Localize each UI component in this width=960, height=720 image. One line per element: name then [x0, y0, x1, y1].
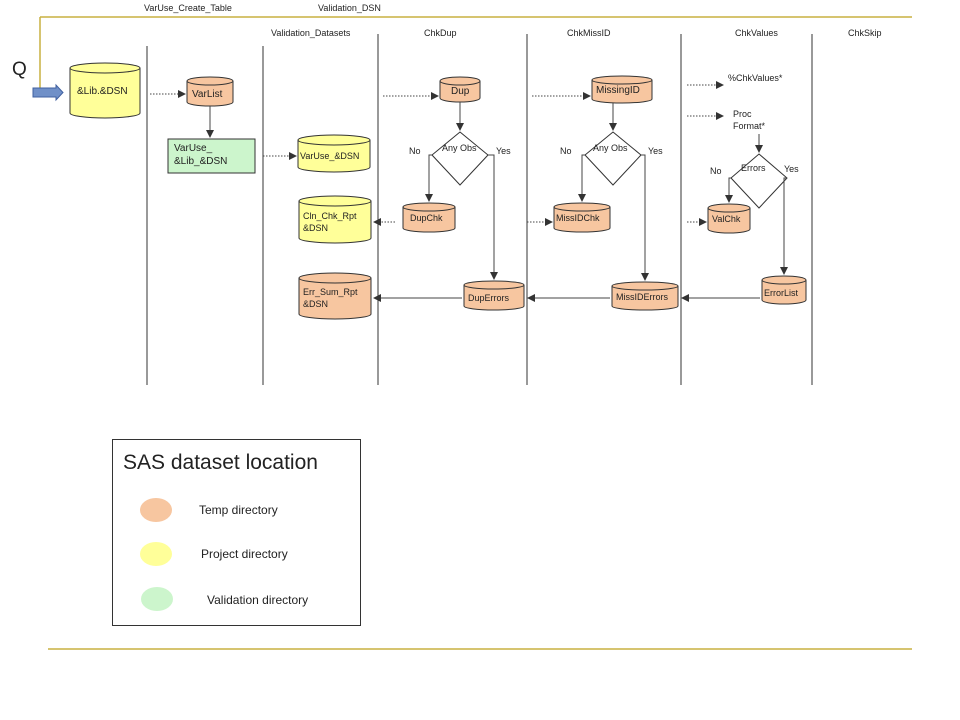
errorlist-label: ErrorList — [764, 288, 799, 298]
header-chkvalues: ChkValues — [735, 28, 778, 38]
varlist-cylinder — [186, 76, 234, 107]
top-bracket-line — [39, 16, 912, 93]
legend-title: SAS dataset location — [123, 451, 318, 474]
varuse-lib-dsn-box — [167, 138, 256, 174]
arrow-decision1-yes — [488, 154, 498, 280]
arrow-decision3-no — [725, 177, 733, 203]
legend-box: SAS dataset location Temp directory Proj… — [112, 439, 361, 626]
decision3-yes: Yes — [784, 164, 799, 174]
legend-label-project: Project directory — [201, 547, 288, 561]
dupchk-cylinder — [402, 202, 456, 233]
legend-swatch-project — [140, 542, 172, 566]
valchk-cylinder — [707, 203, 751, 234]
decision-errors — [730, 153, 788, 209]
lib-dsn-label: &Lib.&DSN — [77, 86, 128, 97]
missidchk-cylinder — [553, 202, 611, 233]
proc-format-label-2: Format* — [733, 121, 766, 131]
varuse-lib-label-1: VarUse_ — [174, 143, 213, 154]
decision1-no: No — [409, 146, 421, 156]
varuse-dsn-cylinder — [297, 134, 371, 173]
varlist-label: VarList — [192, 89, 223, 100]
duperrors-label: DupErrors — [468, 293, 510, 303]
decision3-label: Errors — [741, 163, 766, 173]
legend-label-validation: Validation directory — [207, 593, 309, 607]
errorlist-cylinder — [761, 275, 807, 305]
arrow-decision1-no — [425, 154, 433, 202]
decision-any-obs-1 — [431, 131, 489, 186]
decision2-label: Any Obs — [593, 143, 628, 153]
err-sum-label-1: Err_Sum_Rpt — [303, 287, 358, 297]
valchk-label: ValChk — [712, 214, 741, 224]
connector-arrows — [150, 81, 788, 302]
missidchk-label: MissIDChk — [556, 213, 600, 223]
decision2-yes: Yes — [648, 146, 663, 156]
legend-swatch-temp — [140, 498, 172, 522]
missingid-label: MissingID — [596, 85, 640, 96]
cln-chk-label-1: Cln_Chk_Rpt — [303, 211, 357, 221]
legend-label-temp: Temp directory — [199, 503, 278, 517]
duperrors-cylinder — [463, 280, 525, 311]
varuse-dsn-label: VarUse_&DSN — [300, 151, 360, 161]
lib-dsn-cylinder — [69, 62, 141, 119]
varuse-lib-label-2: &Lib_&DSN — [174, 156, 228, 167]
missingid-cylinder — [591, 75, 653, 104]
header-varuse-create-table: VarUse_Create_Table — [144, 3, 232, 13]
chkvalues-macro-label: %ChkValues* — [728, 73, 783, 83]
missiderrors-label: MissIDErrors — [616, 292, 668, 302]
proc-format-label-1: Proc — [733, 109, 752, 119]
input-arrow — [32, 83, 64, 102]
arrow-decision3-yes — [780, 177, 788, 275]
decision1-label: Any Obs — [442, 143, 477, 153]
arrow-decision2-yes — [641, 154, 649, 281]
missiderrors-cylinder — [611, 281, 679, 311]
cln-chk-label-2: &DSN — [303, 223, 329, 233]
decision3-no: No — [710, 166, 722, 176]
err-sum-rpt-cylinder — [298, 272, 372, 320]
dupchk-label: DupChk — [410, 213, 443, 223]
header-validation-dsn: Validation_DSN — [318, 3, 381, 13]
cln-chk-rpt-cylinder — [298, 195, 372, 244]
dup-cylinder — [439, 76, 481, 103]
decision-any-obs-2 — [584, 131, 642, 186]
dup-label: Dup — [451, 86, 470, 97]
arrow-decision2-no — [578, 154, 586, 202]
header-chkskip: ChkSkip — [848, 28, 882, 38]
legend-swatch-validation — [141, 587, 173, 611]
err-sum-label-2: &DSN — [303, 299, 329, 309]
decision2-no: No — [560, 146, 572, 156]
decision1-yes: Yes — [496, 146, 511, 156]
header-chkdup: ChkDup — [424, 28, 457, 38]
lane-dividers — [146, 34, 813, 385]
header-chkmissid: ChkMissID — [567, 28, 611, 38]
header-validation-datasets: Validation_Datasets — [271, 28, 351, 38]
q-label: Q — [12, 59, 27, 80]
